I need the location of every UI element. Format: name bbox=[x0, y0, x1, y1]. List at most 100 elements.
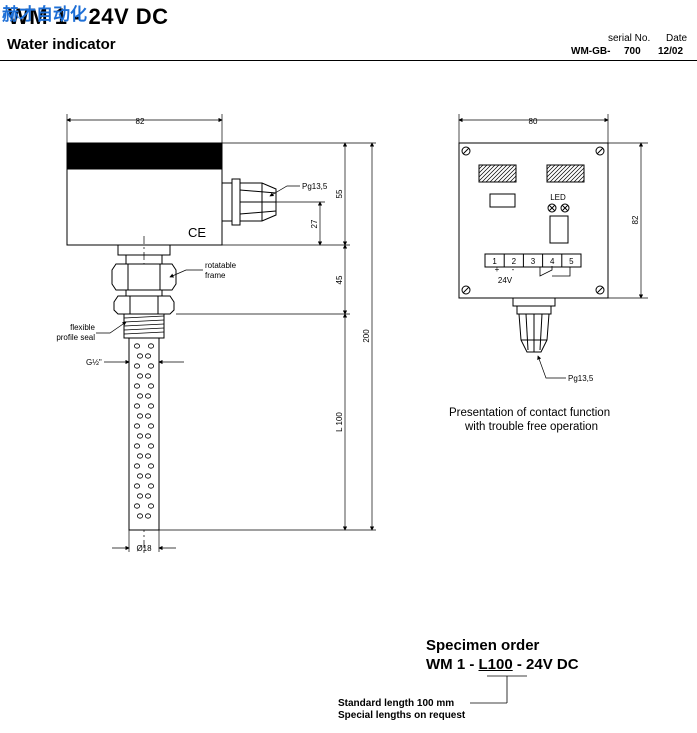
probe-hole bbox=[147, 383, 154, 389]
terminal-label: 3 bbox=[531, 257, 536, 266]
order-code-suffix: - 24V DC bbox=[512, 656, 579, 673]
caption-line-2: with trouble free operation bbox=[465, 421, 598, 433]
order-code: WM 1 - L100 - 24V DC bbox=[426, 656, 579, 673]
probe-hole bbox=[136, 393, 143, 399]
display-window-right bbox=[546, 164, 585, 183]
terminal-labels: 1 2 3 4 5 bbox=[492, 257, 574, 266]
order-title: Specimen order bbox=[426, 637, 540, 654]
probe-hole bbox=[136, 493, 143, 499]
probe-hole bbox=[136, 433, 143, 439]
probe-hole bbox=[133, 443, 140, 449]
page-subtitle: Water indicator bbox=[7, 36, 116, 53]
probe-hole bbox=[144, 373, 151, 379]
gland-label-side: Pg13,5 bbox=[302, 182, 328, 191]
probe-hole bbox=[136, 413, 143, 419]
probe-hole bbox=[133, 383, 140, 389]
note-special-length: Special lengths on request bbox=[338, 710, 466, 721]
probe-hole bbox=[133, 483, 140, 489]
led-icon bbox=[547, 203, 570, 213]
probe-hole bbox=[136, 453, 143, 459]
frame-label-2: frame bbox=[205, 271, 226, 280]
probe-hole bbox=[144, 433, 151, 439]
contact-symbol bbox=[539, 266, 553, 277]
watermark: 赫才自动化 bbox=[2, 5, 87, 25]
page-title: WM 1 - 24V DC bbox=[8, 4, 169, 29]
probe-hole bbox=[147, 443, 154, 449]
minus-label: - bbox=[512, 265, 515, 274]
dim-45: 45 bbox=[335, 275, 344, 284]
terminal-label: 4 bbox=[550, 257, 555, 266]
terminal-strip bbox=[484, 253, 582, 268]
date-value: 12/02 bbox=[658, 46, 684, 57]
terminal-label: 5 bbox=[569, 257, 574, 266]
seal-label-1: flexible bbox=[70, 323, 95, 332]
probe-hole bbox=[133, 463, 140, 469]
relay bbox=[549, 215, 569, 244]
probe-hole bbox=[147, 483, 154, 489]
rotatable-frame bbox=[111, 263, 177, 291]
housing-lid bbox=[66, 142, 223, 170]
diameter-label: Ø18 bbox=[136, 544, 152, 553]
probe-hole bbox=[144, 473, 151, 479]
order-code-prefix: WM 1 - bbox=[426, 656, 479, 673]
side-view-dimensions bbox=[66, 114, 376, 552]
dim-55: 55 bbox=[335, 189, 344, 198]
probe-hole bbox=[136, 353, 143, 359]
serial-label: serial No. bbox=[608, 33, 651, 44]
dim-27: 27 bbox=[310, 219, 319, 228]
order-leader bbox=[470, 675, 527, 704]
serial-value: 700 bbox=[624, 46, 641, 57]
probe-hole bbox=[144, 453, 151, 459]
probe-hole bbox=[147, 403, 154, 409]
thread-label: G½" bbox=[86, 358, 102, 367]
probe-hole bbox=[144, 353, 151, 359]
corner-screws bbox=[461, 146, 605, 295]
dim-l100: L 100 bbox=[335, 412, 344, 432]
cable-gland-bottom bbox=[512, 297, 556, 353]
probe-holes bbox=[133, 343, 154, 519]
date-label: Date bbox=[666, 33, 688, 44]
side-view bbox=[66, 142, 277, 556]
seal-label-2: profile seal bbox=[56, 333, 95, 342]
plus-label: + bbox=[495, 265, 500, 274]
probe-hole bbox=[136, 513, 143, 519]
dim-82-top: 82 bbox=[631, 215, 640, 224]
top-view-dimensions bbox=[458, 114, 648, 379]
caption-line-1: Presentation of contact function bbox=[449, 407, 611, 419]
thread bbox=[123, 313, 165, 339]
probe-hole bbox=[144, 513, 151, 519]
probe-hole bbox=[147, 363, 154, 369]
probe-hole bbox=[147, 503, 154, 509]
probe-hole bbox=[133, 363, 140, 369]
probe-hole bbox=[144, 493, 151, 499]
top-view bbox=[458, 142, 609, 353]
dim-200: 200 bbox=[362, 329, 371, 343]
probe-hole bbox=[147, 463, 154, 469]
terminal-label: 1 bbox=[492, 257, 497, 266]
probe-hole bbox=[147, 343, 154, 349]
terminal-label: 2 bbox=[512, 257, 517, 266]
voltage-label: 24V bbox=[498, 276, 513, 285]
probe-hole bbox=[144, 413, 151, 419]
probe-hole bbox=[136, 473, 143, 479]
cable-gland bbox=[221, 178, 277, 226]
probe-hole bbox=[144, 393, 151, 399]
label-field bbox=[489, 193, 516, 208]
probe-hole bbox=[133, 423, 140, 429]
header-rule bbox=[0, 60, 697, 61]
ce-mark: CE bbox=[188, 225, 206, 240]
note-standard-length: Standard length 100 mm bbox=[338, 698, 455, 709]
serial-prefix: WM-GB- bbox=[571, 46, 611, 57]
probe-hole bbox=[133, 343, 140, 349]
order-code-length: L100 bbox=[478, 656, 513, 673]
frame-label-1: rotatable bbox=[205, 261, 237, 270]
probe-tube bbox=[128, 337, 160, 531]
probe-hole bbox=[133, 503, 140, 509]
led-label: LED bbox=[550, 193, 566, 202]
dim-80-top: 80 bbox=[529, 117, 538, 126]
dim-82-side: 82 bbox=[136, 117, 145, 126]
display-window-left bbox=[478, 164, 517, 183]
probe-hole bbox=[133, 403, 140, 409]
gland-label-top: Pg13,5 bbox=[568, 374, 594, 383]
